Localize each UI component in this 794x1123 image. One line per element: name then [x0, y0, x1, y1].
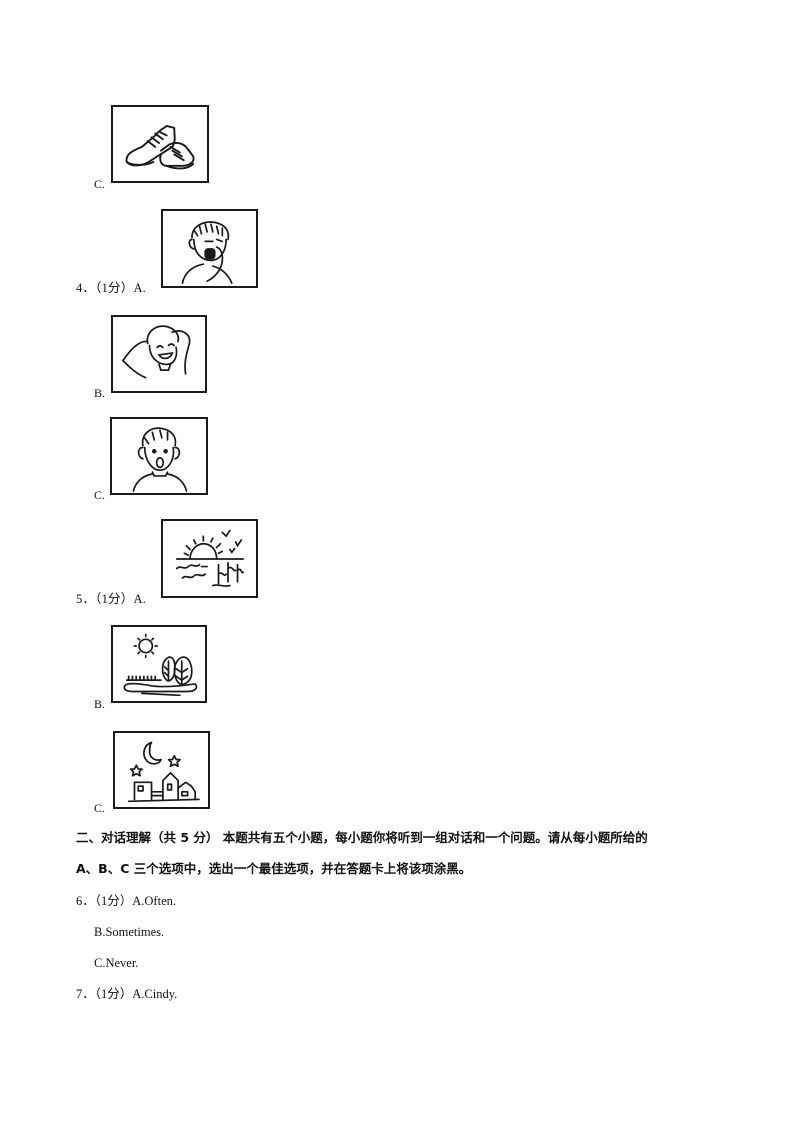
q4-option-b-label: B. [94, 386, 106, 400]
q5-option-b-label: B. [94, 697, 106, 711]
q6-option-b: B.Sometimes. [94, 925, 165, 939]
q5-option-c-label: C. [94, 801, 106, 815]
relaxed-boy-icon [121, 325, 191, 379]
yawning-boy-icon [181, 221, 233, 285]
moon-stars-houses-icon [127, 741, 200, 803]
sneakers-icon [125, 125, 195, 170]
q3-option-c-label: C. [94, 177, 106, 191]
sunrise-picture [161, 519, 258, 598]
q4-number: 4．（1分）A. [76, 281, 147, 295]
q5-number: 5．（1分）A. [76, 592, 147, 606]
q4-option-c-label: C. [94, 488, 106, 502]
sunrise-icon [175, 529, 245, 587]
surprised-boy-icon [132, 427, 188, 492]
night-houses-picture [113, 731, 210, 809]
q6-number-option-a: 6．（1分）A.Often. [76, 894, 176, 908]
yawning-boy-picture [161, 209, 258, 288]
surprised-boy-picture [110, 417, 208, 495]
q7-number-option-a: 7．（1分）A.Cindy. [76, 987, 178, 1001]
relaxed-boy-picture [111, 315, 207, 393]
section-2-instructions-line-1: 二、对话理解（共 5 分） 本题共有五个小题，每小题你将听到一组对话和一个问题。… [76, 830, 648, 845]
daytime-trees-picture [111, 625, 207, 703]
section-2-instructions-line-2: A、B、C 三个选项中，选出一个最佳选项，并在答题卡上将该项涂黑。 [76, 861, 472, 876]
sneakers-picture [111, 105, 209, 183]
sun-trees-icon [123, 633, 198, 697]
q6-option-c: C.Never. [94, 956, 139, 970]
